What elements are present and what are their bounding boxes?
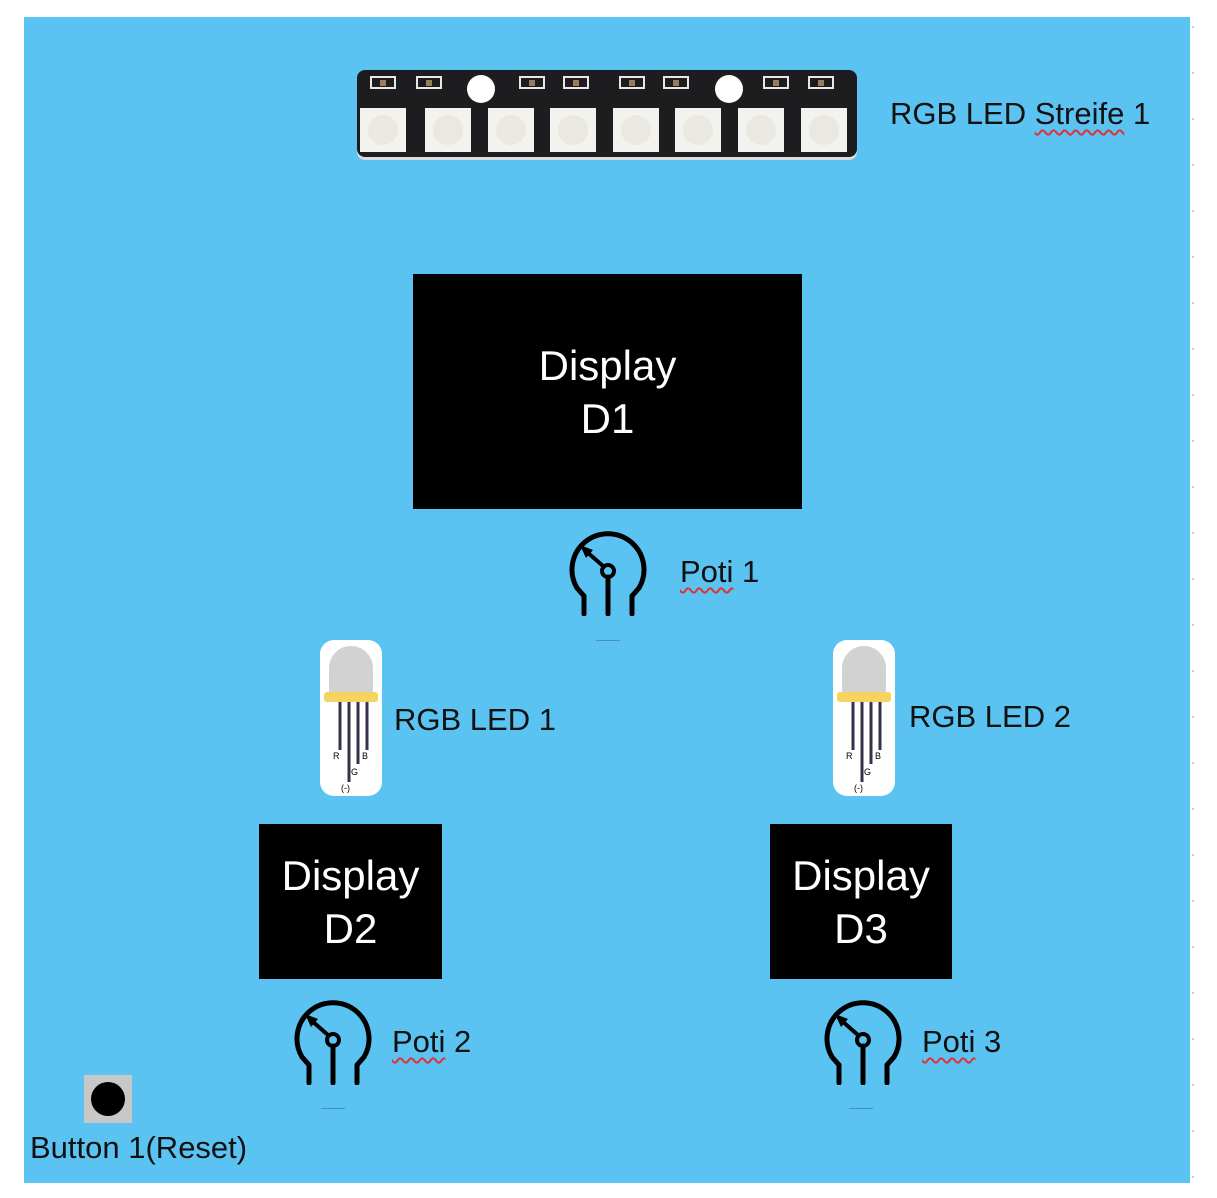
poti-word: Poti (922, 1024, 976, 1059)
pin-g: G (351, 767, 359, 777)
strip-led-icon (801, 108, 847, 152)
pin-r: R (846, 751, 853, 761)
pin-gnd: (-) (854, 783, 863, 793)
reset-button[interactable] (84, 1075, 132, 1123)
smd-resistor-icon (763, 76, 789, 89)
rgb-led-strip[interactable] (357, 70, 857, 157)
smd-resistor-icon (519, 76, 545, 89)
strip-led-icon (360, 108, 406, 152)
strip-label-b: Streife (1034, 96, 1125, 131)
smd-resistor-icon (563, 76, 589, 89)
display-label: Display (281, 851, 420, 899)
button-cap-icon (91, 1082, 125, 1116)
smd-resistor-icon (416, 76, 442, 89)
pin-r: R (333, 751, 340, 761)
display-id: D1 (580, 394, 635, 442)
pin-gnd: (-) (341, 783, 350, 793)
pin-g: G (864, 767, 872, 777)
mount-hole-icon (467, 75, 495, 103)
poti-2-label: Poti 2 (392, 1024, 471, 1060)
rgb-led-2-label: RGB LED 2 (909, 699, 1071, 734)
caption-line (849, 1108, 873, 1109)
caption-line (321, 1108, 345, 1109)
poti-word: Poti (680, 554, 734, 589)
reset-button-label: Button 1(Reset) (30, 1130, 248, 1165)
strip-led-icon (488, 108, 534, 152)
rgb-led-1[interactable]: R G B (-) (320, 640, 382, 796)
strip-led-icon (738, 108, 784, 152)
display-id: D2 (323, 904, 378, 952)
display-id: D3 (834, 904, 888, 952)
smd-resistor-icon (663, 76, 689, 89)
potentiometer-icon[interactable] (288, 995, 378, 1085)
display-d1[interactable]: Display D1 (413, 274, 802, 509)
poti-word: Poti (392, 1024, 446, 1059)
potentiometer-icon[interactable] (563, 526, 653, 616)
strip-led-icon (675, 108, 721, 152)
smd-resistor-icon (619, 76, 645, 89)
poti-num: 2 (445, 1024, 472, 1059)
display-d2[interactable]: Display D2 (259, 824, 442, 979)
smd-resistor-icon (370, 76, 396, 89)
display-d3[interactable]: Display D3 (770, 824, 952, 979)
poti-1-label: Poti 1 (680, 554, 759, 590)
strip-led-icon (613, 108, 659, 152)
strip-label-c: 1 (1124, 96, 1151, 131)
display-label: Display (792, 851, 930, 899)
strip-label: RGB LED Streife 1 (890, 96, 1150, 132)
display-label: Display (538, 341, 677, 389)
smd-resistor-icon (808, 76, 834, 89)
poti-3-label: Poti 3 (922, 1024, 1001, 1060)
pin-b: B (875, 751, 882, 761)
poti-num: 3 (975, 1024, 1002, 1059)
strip-led-icon (425, 108, 471, 152)
poti-num: 1 (733, 554, 760, 589)
caption-line (596, 640, 620, 641)
mount-hole-icon (715, 75, 743, 103)
potentiometer-icon[interactable] (818, 995, 908, 1085)
strip-led-icon (550, 108, 596, 152)
strip-label-a: RGB LED (890, 96, 1035, 131)
rgb-led-2[interactable]: R G B (-) (833, 640, 895, 796)
rgb-led-1-label: RGB LED 1 (394, 702, 556, 737)
pin-b: B (362, 751, 369, 761)
